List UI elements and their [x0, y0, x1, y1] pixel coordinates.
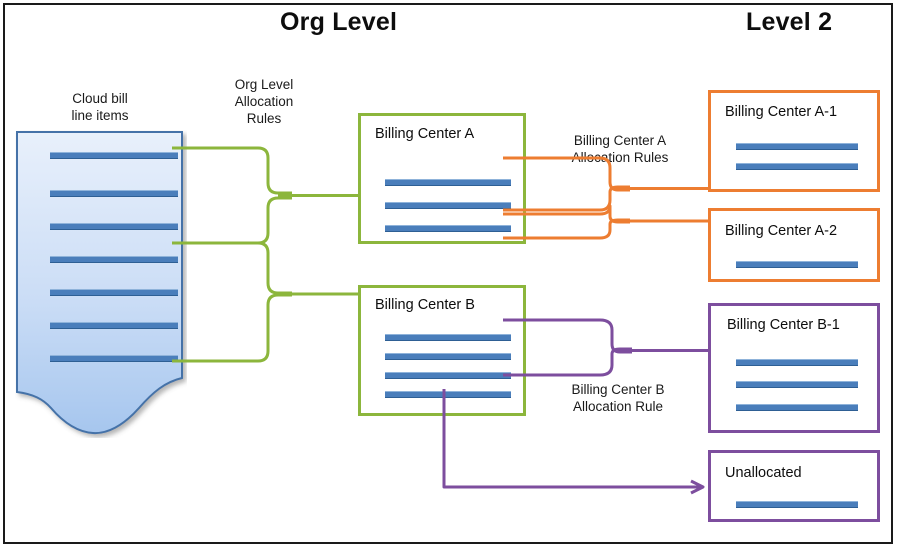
header-org-level: Org Level [280, 8, 398, 36]
caption-bca-rules: Billing Center A Allocation Rules [571, 133, 669, 165]
billing-center-b-1-box[interactable]: Billing Center B-1 [708, 303, 880, 433]
billing-center-a-1-title: Billing Center A-1 [725, 104, 838, 120]
caption-bcb-rules: Billing Center B Allocation Rule [571, 382, 665, 414]
doc-line [50, 289, 178, 296]
doc-line [50, 223, 178, 230]
bca-line [385, 202, 511, 209]
doc-line [50, 190, 178, 197]
doc-line [50, 355, 178, 362]
a2-line [736, 261, 858, 268]
b1-line [736, 381, 858, 388]
caption-cloud-bill: Cloud bill line items [71, 91, 129, 123]
billing-center-a-2-box[interactable]: Billing Center A-2 [708, 208, 880, 282]
bca-line [385, 179, 511, 186]
billing-center-a-1-box[interactable]: Billing Center A-1 [708, 90, 880, 192]
billing-center-b-box[interactable]: Billing Center B [358, 285, 526, 416]
bcb-line [385, 353, 511, 360]
doc-line [50, 322, 178, 329]
bca-line [385, 225, 511, 232]
unallocated-line [736, 501, 858, 508]
unallocated-box[interactable]: Unallocated [708, 450, 880, 522]
bcb-line [385, 334, 511, 341]
doc-line [50, 152, 178, 159]
a1-line [736, 163, 858, 170]
bcb-line [385, 391, 511, 398]
a1-line [736, 143, 858, 150]
header-level-2: Level 2 [746, 8, 833, 36]
doc-line [50, 256, 178, 263]
cloud-bill-document [15, 130, 185, 435]
billing-center-b-1-title: Billing Center B-1 [727, 317, 840, 333]
bcb-line [385, 372, 511, 379]
b1-line [736, 359, 858, 366]
billing-center-b-title: Billing Center B [375, 297, 475, 313]
unallocated-title: Unallocated [725, 465, 802, 481]
diagram-frame [3, 3, 893, 544]
billing-center-a-box[interactable]: Billing Center A [358, 113, 526, 244]
billing-center-a-2-title: Billing Center A-2 [725, 223, 838, 239]
b1-line [736, 404, 858, 411]
caption-org-level-rules: Org Level Allocation Rules [234, 77, 294, 126]
billing-center-a-title: Billing Center A [375, 126, 475, 142]
